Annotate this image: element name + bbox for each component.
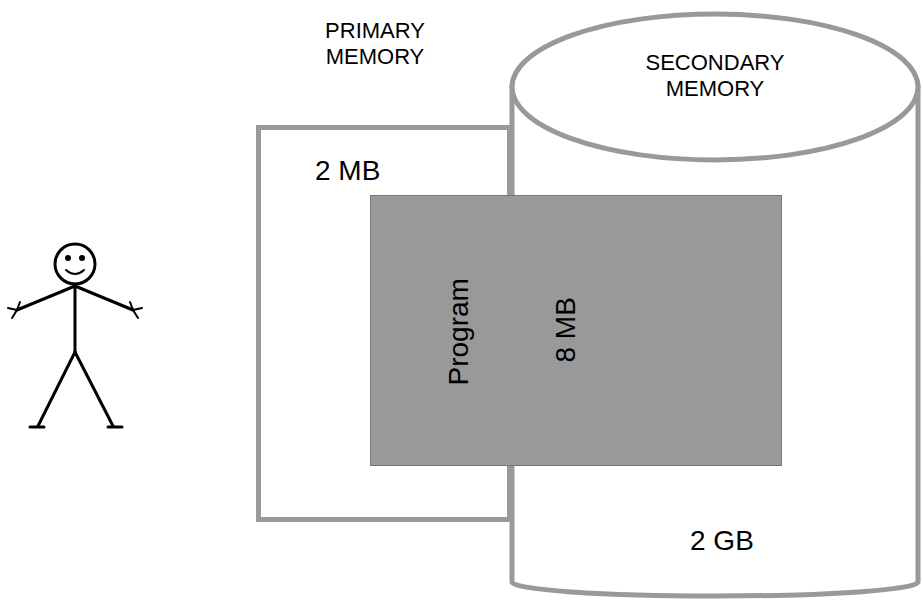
program-label: Program	[442, 278, 476, 385]
program-box: Program 8 MB	[370, 195, 782, 466]
memory-heading: PRIMARY MEMORY	[285, 18, 465, 71]
capacity-label: 2 GB	[690, 524, 754, 558]
stick-figure	[0, 0, 160, 450]
capacity-label: 2 MB	[315, 154, 380, 188]
size-label: 8 MB	[549, 297, 583, 362]
memory-heading: SECONDARY MEMORY	[620, 50, 810, 103]
